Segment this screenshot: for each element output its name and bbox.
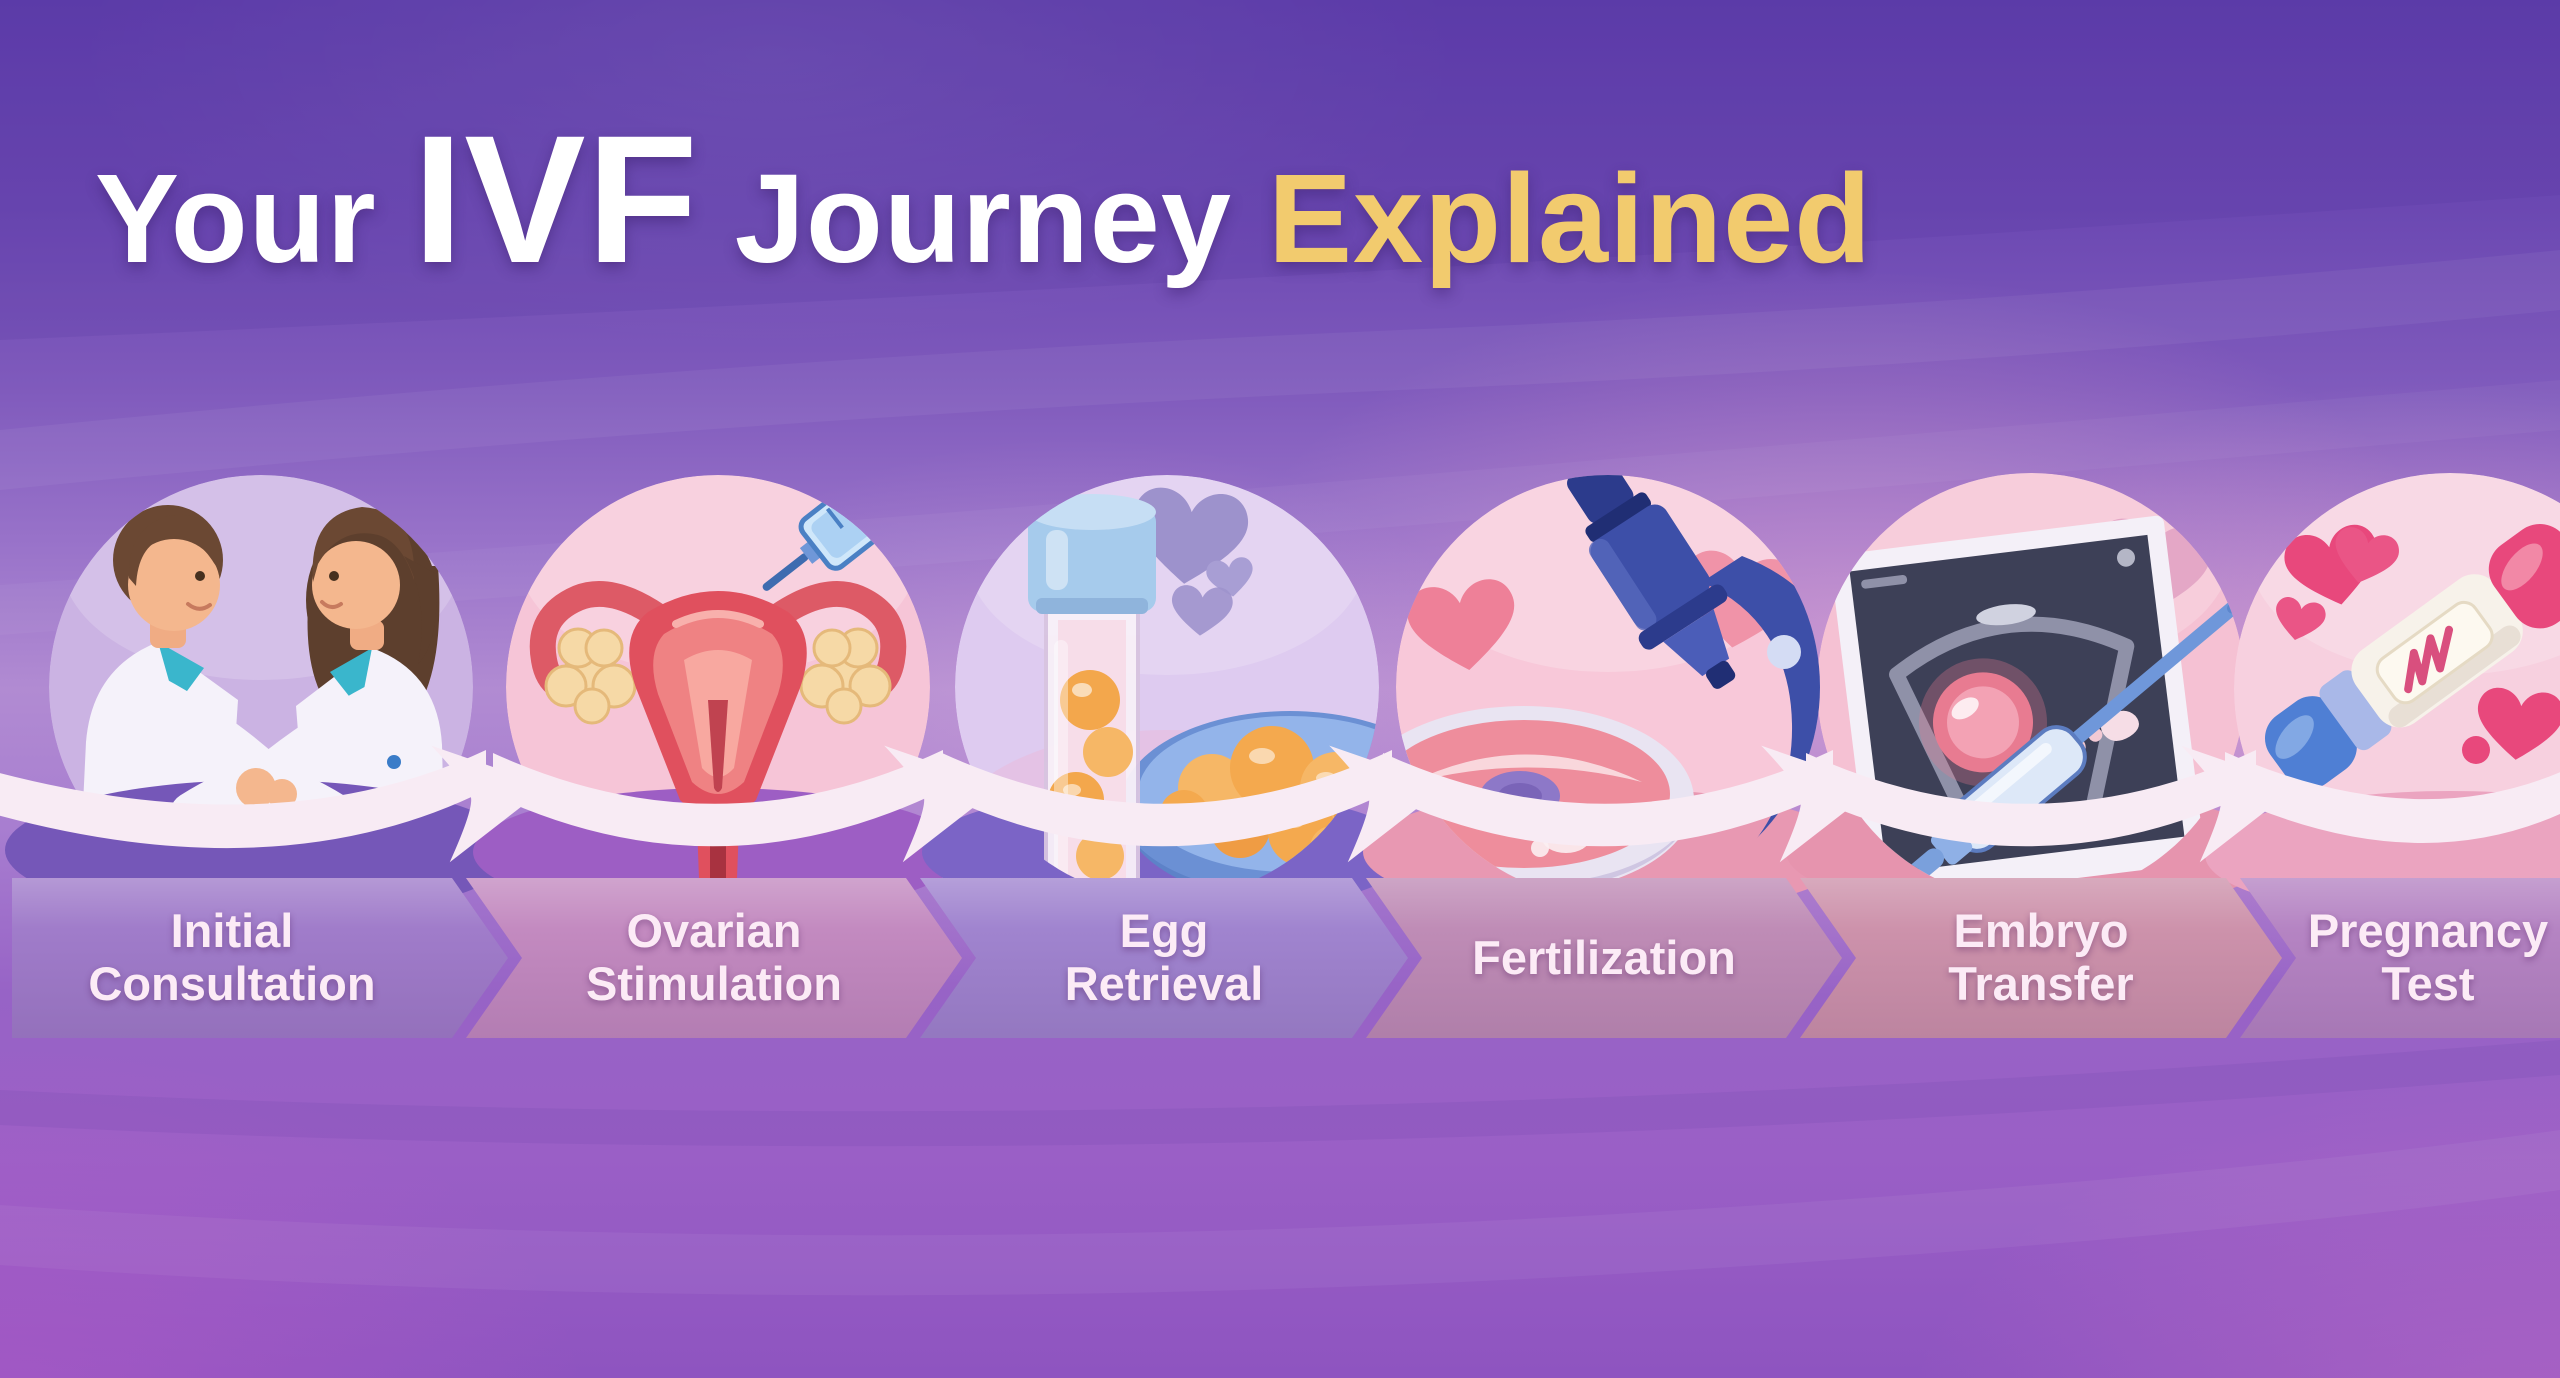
step-label: Ovarian Stimulation [586,904,842,1010]
step-label: Initial Consultation [88,904,376,1010]
step-label: Pregnancy Test [2307,904,2549,1010]
step-chevron-initial-consultation: Initial Consultation [12,878,508,1038]
title-word-explained: Explained [1267,148,1873,289]
arrowheads [431,745,2298,863]
journey-ribbon [0,745,2560,863]
step-chevron-egg-retrieval: Egg Retrieval [920,878,1408,1038]
title-word-journey: Journey [734,148,1232,289]
pregnancy-test-icon [2264,520,2560,789]
step-chevron-ovarian-stimulation: Ovarian Stimulation [466,878,962,1038]
step-label: Embryo Transfer [1948,904,2134,1010]
step-label: Egg Retrieval [1064,904,1264,1010]
title-word-your: Your [95,148,377,289]
step-label: Fertilization [1472,930,1736,984]
step-chevron-fertilization: Fertilization [1366,878,1842,1038]
page-title: Your IVF Journey Explained [95,108,1872,290]
title-word-ivf: IVF [412,97,699,301]
test-stick [2264,523,2560,789]
consultation-icon [78,505,446,899]
step-chevron-embryo-transfer: Embryo Transfer [1800,878,2282,1038]
